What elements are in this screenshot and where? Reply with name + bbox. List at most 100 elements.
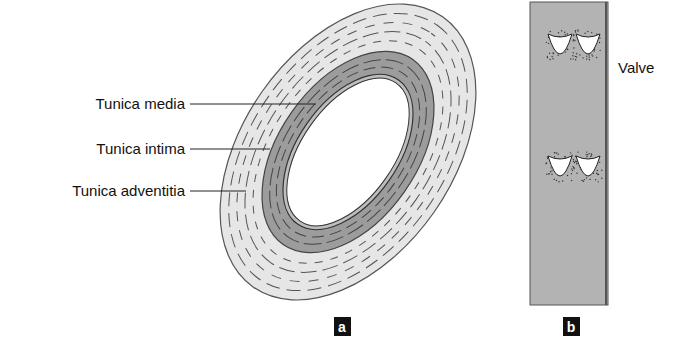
stipple-dot <box>584 179 585 180</box>
tunica-adventitia-layer <box>167 0 528 341</box>
adventitia-fibres <box>191 0 505 322</box>
tunica-intima-layer <box>257 51 440 253</box>
layer-label: Tunica intima <box>96 140 185 158</box>
stipple-dot <box>572 55 573 56</box>
stipple-dot <box>576 161 577 162</box>
stipple-dot <box>558 32 559 33</box>
stipple-dot <box>581 180 582 181</box>
stipple-dot <box>590 156 591 157</box>
stipple-dot <box>576 173 577 174</box>
tunica-media-layer <box>227 20 470 284</box>
stipple-dot <box>562 180 563 181</box>
stipple-dot <box>547 56 548 57</box>
stipple-dot <box>584 33 585 34</box>
stipple-dot <box>587 31 588 32</box>
stipple-dot <box>551 173 552 174</box>
valve-cusp <box>548 34 572 54</box>
vein-wall <box>530 2 608 305</box>
stipple-dot <box>551 170 552 171</box>
stipple-dot <box>586 55 587 56</box>
stipple-dot <box>548 173 549 174</box>
panel-letter-box: a <box>334 317 351 336</box>
valve-label: Valve <box>618 59 654 77</box>
stipple-dot <box>597 170 598 171</box>
stipple-dot <box>596 57 597 58</box>
stipple-dot <box>573 40 574 41</box>
valve-cusp <box>576 156 600 176</box>
media-muscle-fibres <box>247 41 449 263</box>
stipple-dot <box>571 173 572 174</box>
stipple-dot <box>565 51 566 52</box>
stipple-dot <box>548 43 549 44</box>
stipple-dot <box>551 56 552 57</box>
stipple-dot <box>597 174 598 175</box>
vein-longitudinal <box>530 2 608 305</box>
stipple-dot <box>583 181 584 182</box>
stipple-dot <box>573 161 574 162</box>
stipple-dot <box>599 42 600 43</box>
stipple-dot <box>596 173 597 174</box>
leader-lines <box>190 104 316 191</box>
stipple-dot <box>586 151 587 152</box>
stipple-dot <box>577 29 578 30</box>
stipple-dot <box>591 153 592 154</box>
valve-cusp <box>576 34 600 54</box>
stipple-dot <box>548 173 549 174</box>
stipple-dot <box>574 40 575 41</box>
stipple-dot <box>573 52 574 53</box>
stipple-dot <box>565 156 566 157</box>
panel-letter: b <box>567 319 576 335</box>
stipple-dot <box>553 53 554 54</box>
stipple-dot <box>573 167 574 168</box>
adventitia-fibres <box>203 0 494 310</box>
stipple-dot <box>595 179 596 180</box>
stipple-dot <box>576 53 577 54</box>
stipple-dot <box>601 178 602 179</box>
stipple-dot <box>575 59 576 60</box>
stipple-dot <box>572 58 573 59</box>
stipple-dot <box>564 34 565 35</box>
stipple-dot <box>589 153 590 154</box>
valve-cusp <box>548 156 572 176</box>
stipple-dot <box>574 162 575 163</box>
stipple-dot <box>564 156 565 157</box>
stipple-dot <box>571 168 572 169</box>
stipple-dot <box>554 152 555 153</box>
layer-label: Tunica adventitia <box>72 182 185 200</box>
panel-letter-box: b <box>563 317 580 336</box>
stipple-dot <box>549 52 550 53</box>
stipple-dot <box>599 162 600 163</box>
valve-cusps <box>545 29 602 182</box>
stipple-dot <box>586 177 587 178</box>
stipple-dot <box>573 34 574 35</box>
stipple-dot <box>546 42 547 43</box>
stipple-dot <box>553 179 554 180</box>
stipple-dot <box>592 55 593 56</box>
stipple-dot <box>573 159 574 160</box>
stipple-dot <box>547 57 548 58</box>
stipple-dot <box>557 54 558 55</box>
vessel-lumen <box>262 57 434 247</box>
stipple-dot <box>601 170 602 171</box>
stipple-dot <box>576 56 577 57</box>
stipple-dot <box>598 181 599 182</box>
stipple-dot <box>596 33 597 34</box>
adventitia-fibres <box>214 6 482 298</box>
stipple-dot <box>550 171 551 172</box>
stipple-dot <box>589 59 590 60</box>
stipple-dot <box>575 56 576 57</box>
stipple-dot <box>556 152 557 153</box>
stipple-dot <box>572 166 573 167</box>
stipple-dot <box>594 50 595 51</box>
stipple-dot <box>586 156 587 157</box>
stipple-dot <box>575 31 576 32</box>
stipple-dot <box>552 58 553 59</box>
leader-line <box>190 104 316 105</box>
stipple-dot <box>576 163 577 164</box>
stipple-dot <box>567 33 568 34</box>
stipple-dot <box>564 32 565 33</box>
stipple-dot <box>550 31 551 32</box>
leader-line <box>190 149 270 150</box>
